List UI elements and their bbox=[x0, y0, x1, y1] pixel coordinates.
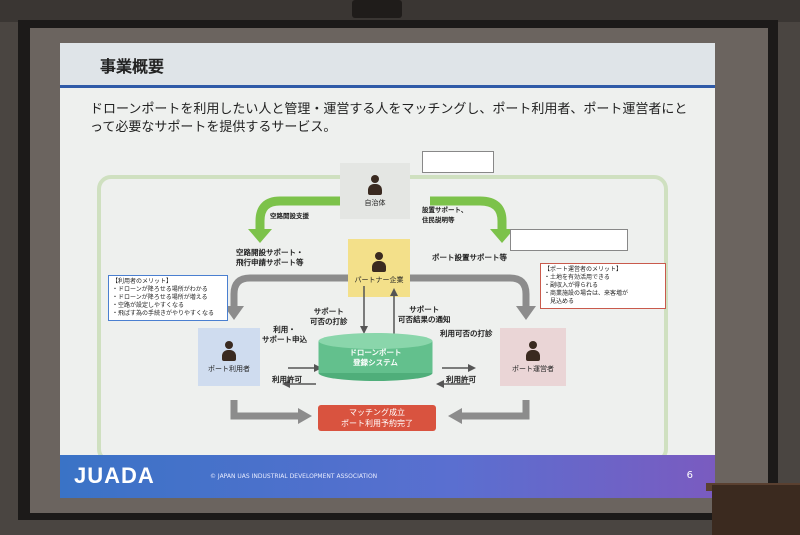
projector bbox=[352, 0, 402, 18]
route-flight-support-label: 空路開設サポート・ 飛行申請サポート等 bbox=[236, 248, 304, 267]
juada-logo: JUADA bbox=[74, 463, 155, 488]
port-operator-box: ポート運営者 bbox=[500, 328, 566, 386]
user-merit-title: 【利用者のメリット】 bbox=[112, 278, 173, 285]
title-rule bbox=[60, 85, 715, 88]
airspace-support-label: 空路開設支援 bbox=[270, 212, 309, 220]
podium bbox=[712, 485, 800, 535]
person-icon bbox=[367, 174, 383, 195]
slide-lead-text: ドローンポートを利用したい人と管理・運営する人をマッチングし、ポート利用者、ポー… bbox=[90, 102, 688, 135]
grey-arrows bbox=[224, 274, 536, 424]
association-copyright: © JAPAN UAS INDUSTRIAL DEVELOPMENT ASSOC… bbox=[210, 473, 378, 480]
slide: 事業概要 ドローンポートを利用したい人と管理・運営する人をマッチングし、ポート利… bbox=[60, 43, 715, 498]
page-number: 6 bbox=[686, 470, 693, 481]
use-allowed-left-label: 利用許可 bbox=[272, 375, 302, 384]
port-user-label: ポート利用者 bbox=[208, 364, 250, 373]
port-install-support-label: ポート設置サポート等 bbox=[432, 253, 507, 262]
use-check-label: 利用可否の打診 bbox=[440, 329, 493, 338]
use-allowed-right-label: 利用許可 bbox=[446, 375, 476, 384]
person-icon bbox=[525, 340, 541, 361]
operator-merit-title: 【ポート運営者のメリット】 bbox=[544, 266, 623, 273]
operator-merit-note: 【ポート運営者のメリット】 ・土地を有効活用できる ・副収入が得られる ・商業施… bbox=[540, 263, 666, 309]
partner-box: パートナー企業 bbox=[348, 239, 410, 297]
slide-footer: JUADA © JAPAN UAS INDUSTRIAL DEVELOPMENT… bbox=[60, 455, 715, 498]
use-support-apply-label: 利用・ サポート申込 bbox=[262, 325, 307, 344]
port-setup-support-label: 設置サポート、 住民説明等 bbox=[422, 206, 468, 224]
matching-result-box: マッチング成立 ポート利用予約完了 bbox=[318, 405, 436, 431]
green-arrows bbox=[248, 196, 514, 243]
municipality-note-box bbox=[422, 151, 494, 173]
person-icon bbox=[221, 340, 237, 361]
port-operator-label: ポート運営者 bbox=[512, 364, 554, 373]
support-result-label: サポート 可否結果の通知 bbox=[398, 305, 451, 324]
user-merit-list: ・ドローンが降ろせる場所がわかる ・ドローンが降ろせる場所が増える ・空路が設定… bbox=[112, 286, 215, 317]
municipality-label: 自治体 bbox=[364, 198, 386, 207]
user-merit-note: 【利用者のメリット】 ・ドローンが降ろせる場所がわかる ・ドローンが降ろせる場所… bbox=[108, 275, 228, 321]
title-bar bbox=[60, 43, 715, 85]
municipality-box: 自治体 bbox=[340, 163, 410, 219]
partner-note-box bbox=[510, 229, 628, 251]
database-icon bbox=[318, 333, 433, 381]
registration-system-label: ドローンポート 登録システム bbox=[349, 348, 402, 367]
operator-merit-list: ・土地を有効活用できる ・副収入が得られる ・商業施設の場合は、来客増が 見込め… bbox=[544, 274, 629, 305]
port-user-box: ポート利用者 bbox=[198, 328, 260, 386]
slide-title: 事業概要 bbox=[100, 57, 165, 76]
support-check-label: サポート 可否の打診 bbox=[310, 307, 348, 326]
partner-label: パートナー企業 bbox=[354, 275, 404, 284]
person-icon bbox=[371, 251, 387, 272]
